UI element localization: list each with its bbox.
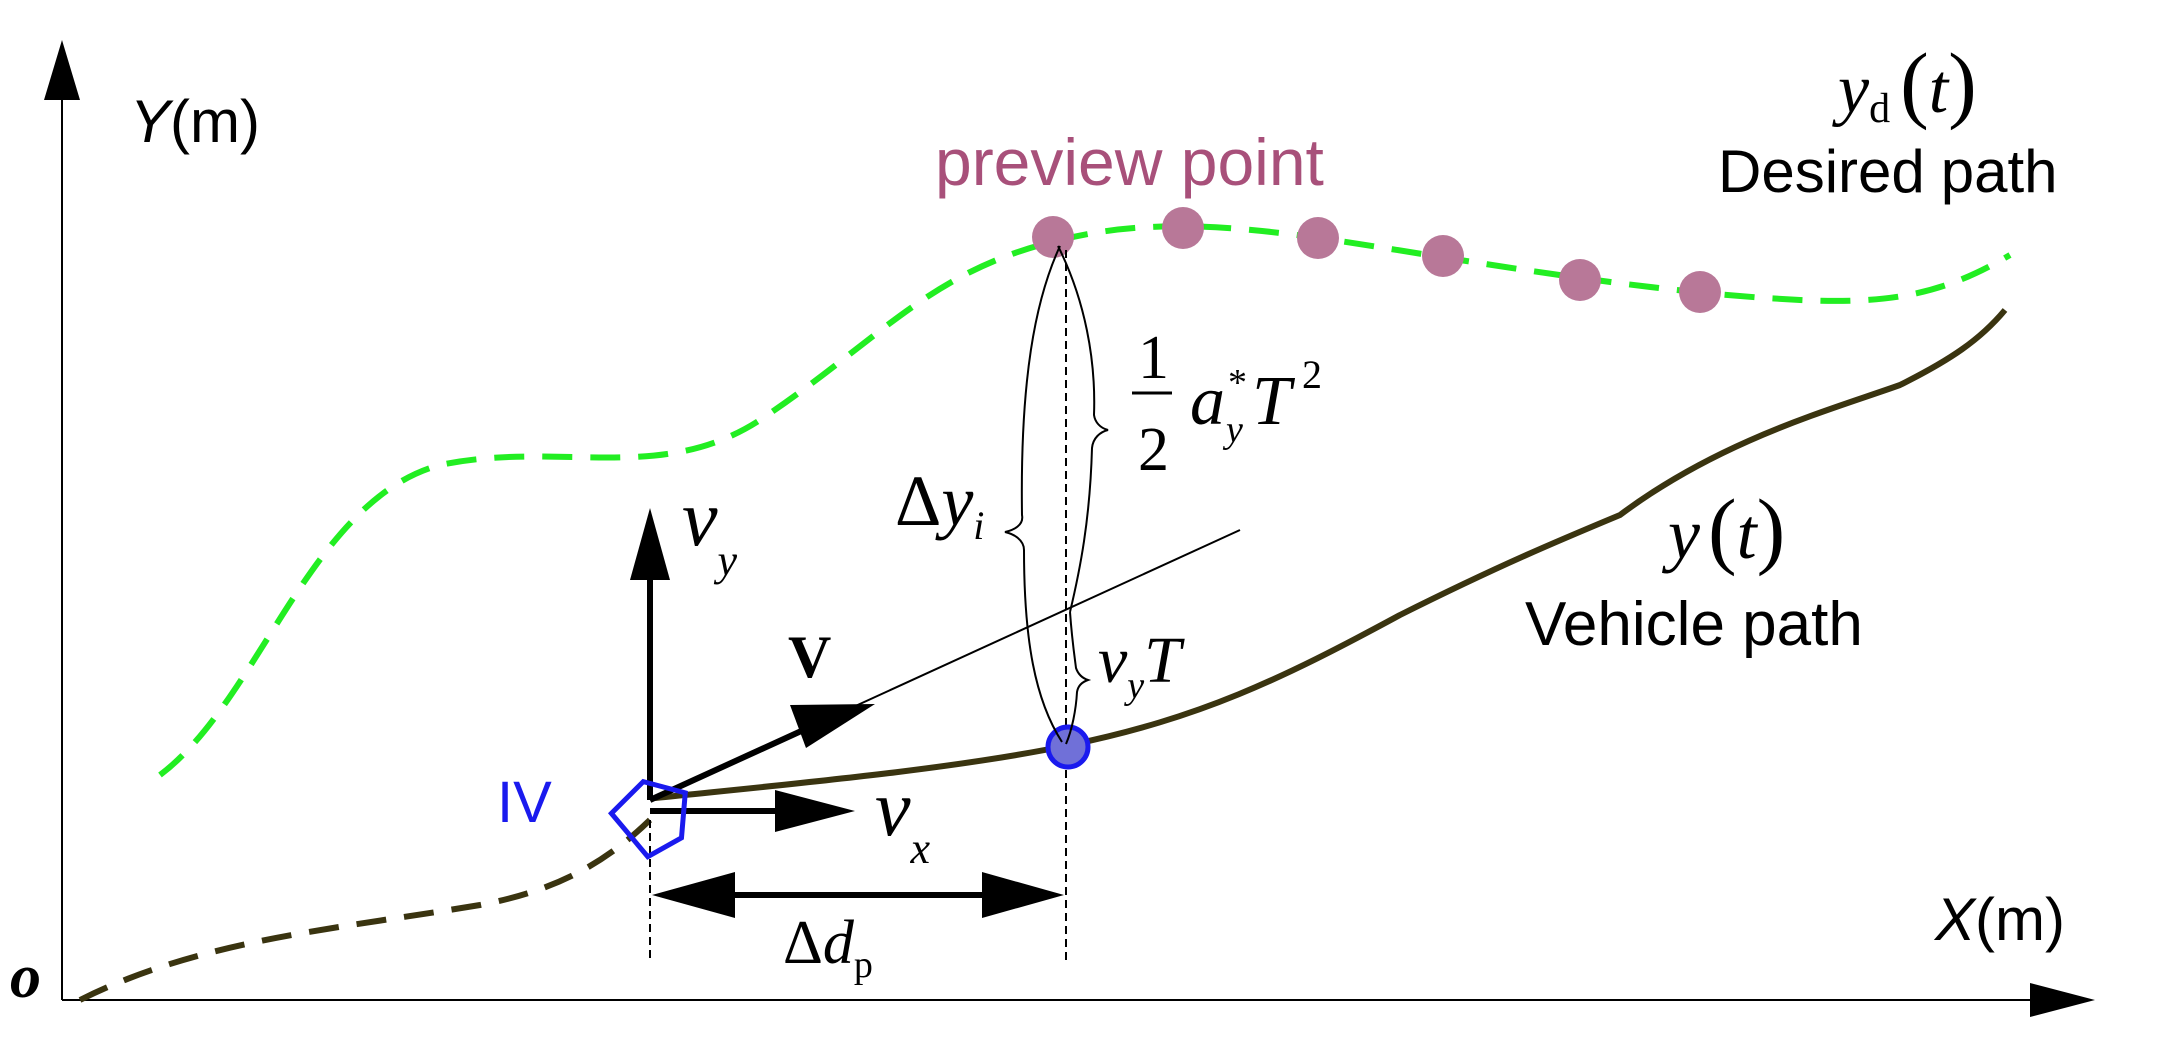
vx-arrow xyxy=(650,790,855,832)
vy-label: vy xyxy=(682,475,738,585)
y-axis xyxy=(44,40,80,1000)
preview-point-dot xyxy=(1679,271,1721,313)
preview-point-dot xyxy=(1422,235,1464,277)
vy-arrowhead xyxy=(630,508,670,580)
vy-arrow xyxy=(630,508,670,800)
svg-text:T: T xyxy=(1252,363,1296,440)
vx-label: vx xyxy=(875,765,931,873)
svg-text:2: 2 xyxy=(1302,352,1322,397)
delta-dp-left-arrowhead xyxy=(652,872,735,918)
y-axis-arrowhead xyxy=(44,40,80,100)
vehicle-projection-point xyxy=(1045,724,1091,770)
x-axis-arrowhead xyxy=(2030,983,2095,1017)
vehicle-past-path xyxy=(78,812,658,1003)
vyT-label: vyT xyxy=(1098,624,1185,707)
preview-points xyxy=(1032,207,1721,313)
svg-text:1: 1 xyxy=(1138,324,1169,392)
vehicle-path-curve xyxy=(654,308,2008,801)
delta-yi-brace xyxy=(1004,245,1063,743)
desired-path-symbol: yd(t) xyxy=(1832,35,1977,132)
delta-yi-label: Δyi xyxy=(895,461,984,548)
v-arrow xyxy=(648,704,875,803)
svg-text:*: * xyxy=(1228,362,1247,404)
vyT-brace xyxy=(1065,611,1092,745)
v-label: V xyxy=(788,624,831,690)
preview-point-dot xyxy=(1297,217,1339,259)
delta-dp-right-arrowhead xyxy=(982,872,1064,918)
vehicle-path-label: Vehicle path xyxy=(1525,590,1863,659)
preview-point-dot xyxy=(1162,207,1204,249)
svg-text:y: y xyxy=(1222,409,1243,451)
vx-arrowhead xyxy=(775,790,855,832)
desired-path-curve xyxy=(158,223,2012,778)
half-aT2-brace xyxy=(1057,245,1109,613)
origin-label: o xyxy=(10,943,41,1011)
preview-point-label: preview point xyxy=(935,125,1324,199)
vehicle-path-symbol: y(t) xyxy=(1661,481,1785,577)
y-axis-label: Y(m) xyxy=(130,88,260,155)
v-arrowhead xyxy=(790,704,875,748)
delta-dp-arrow xyxy=(652,872,1064,918)
svg-text:a: a xyxy=(1190,363,1225,440)
delta-dp-label: Δdp xyxy=(783,909,873,986)
vehicle-pentagon-icon xyxy=(608,778,688,860)
x-axis xyxy=(62,983,2095,1017)
preview-point-dot xyxy=(1032,216,1074,258)
half-aT2-label: 1 2 a * y T 2 xyxy=(1132,324,1322,484)
vehicle-label: IV xyxy=(497,770,552,835)
x-axis-label: X(m) xyxy=(1933,886,2065,953)
svg-text:2: 2 xyxy=(1138,416,1169,484)
preview-point-dot xyxy=(1559,259,1601,301)
